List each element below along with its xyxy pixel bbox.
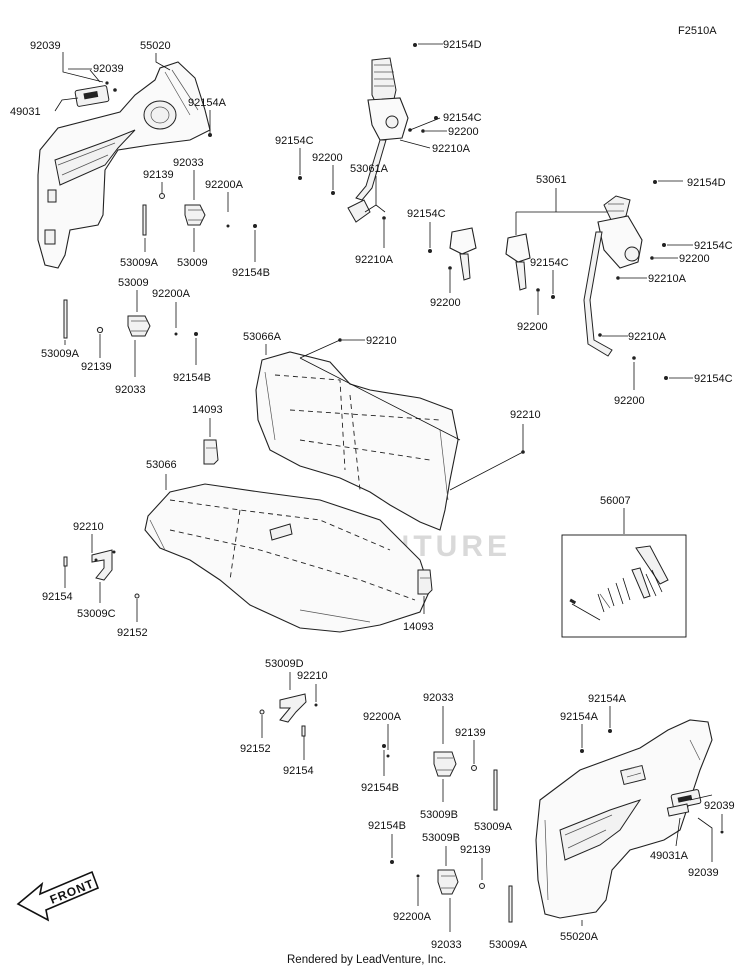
label-92200A[interactable]: 92200A — [152, 288, 191, 300]
label-53009[interactable]: 53009 — [118, 277, 149, 289]
latch-49031[interactable] — [74, 81, 117, 107]
label-92139[interactable]: 92139 — [81, 361, 112, 373]
label-92154C[interactable]: 92154C — [530, 257, 569, 269]
latch-49031A[interactable] — [666, 789, 702, 817]
bracket-53009B-lower[interactable] — [437, 869, 459, 895]
label-53066A[interactable]: 53066A — [243, 331, 282, 343]
label-92200A[interactable]: 92200A — [205, 179, 244, 191]
bracket-53009B[interactable] — [433, 751, 457, 777]
tool-kit-56007[interactable] — [569, 545, 669, 621]
label-53009C[interactable]: 53009C — [77, 608, 116, 620]
label-92154A[interactable]: 92154A — [188, 97, 227, 109]
label-92139[interactable]: 92139 — [143, 169, 174, 181]
label-53009A[interactable]: 53009A — [474, 821, 513, 833]
label-92210[interactable]: 92210 — [73, 521, 104, 533]
label-92200[interactable]: 92200 — [517, 321, 548, 333]
label-92154C[interactable]: 92154C — [275, 135, 314, 147]
seat-belt-buckle-53061[interactable] — [505, 233, 531, 291]
label-92152[interactable]: 92152 — [117, 627, 148, 639]
label-92039[interactable]: 92039 — [30, 40, 61, 52]
label-92039[interactable]: 92039 — [704, 800, 735, 812]
side-panel-right[interactable] — [535, 719, 713, 919]
label-92200[interactable]: 92200 — [312, 152, 343, 164]
label-92200[interactable]: 92200 — [679, 253, 710, 265]
seat-belt-53061A[interactable] — [347, 57, 409, 223]
label-92154A[interactable]: 92154A — [560, 711, 599, 723]
label-92033[interactable]: 92033 — [115, 384, 146, 396]
label-92210A[interactable]: 92210A — [628, 331, 667, 343]
seat-belt-53061[interactable] — [583, 195, 643, 357]
label-49031[interactable]: 49031 — [10, 106, 41, 118]
clip-14093[interactable] — [203, 439, 219, 465]
label-92210[interactable]: 92210 — [366, 335, 397, 347]
footer-credit: Rendered by LeadVenture, Inc. — [287, 954, 446, 966]
bracket-53009-lower[interactable] — [127, 315, 151, 337]
label-49031A[interactable]: 49031A — [650, 850, 689, 862]
label-92033[interactable]: 92033 — [431, 939, 462, 951]
label-92154B[interactable]: 92154B — [232, 267, 270, 279]
label-92139[interactable]: 92139 — [460, 844, 491, 856]
label-92154[interactable]: 92154 — [42, 591, 73, 603]
tool-kit-box — [561, 534, 687, 638]
label-92200[interactable]: 92200 — [448, 126, 479, 138]
label-92154C[interactable]: 92154C — [694, 240, 733, 252]
label-53009B[interactable]: 53009B — [422, 832, 460, 844]
diagram-code: F2510A — [678, 25, 717, 37]
label-53061[interactable]: 53061 — [536, 174, 567, 186]
label-53066[interactable]: 53066 — [146, 459, 177, 471]
seat-belt-buckle-53061A[interactable] — [449, 227, 477, 281]
label-92154D[interactable]: 92154D — [443, 39, 482, 51]
label-53061A[interactable]: 53061A — [350, 163, 389, 175]
label-14093[interactable]: 14093 — [192, 404, 223, 416]
bracket-53009[interactable] — [184, 204, 206, 226]
label-53009D[interactable]: 53009D — [265, 658, 304, 670]
clip-14093-lower[interactable] — [417, 569, 433, 595]
label-92210A[interactable]: 92210A — [648, 273, 687, 285]
label-92033[interactable]: 92033 — [173, 157, 204, 169]
label-92152[interactable]: 92152 — [240, 743, 271, 755]
label-92039[interactable]: 92039 — [93, 63, 124, 75]
seat-cushion-53066[interactable] — [144, 483, 431, 633]
label-92154B[interactable]: 92154B — [368, 820, 406, 832]
label-92200A[interactable]: 92200A — [363, 711, 402, 723]
front-arrow-icon: FRONT — [16, 870, 100, 922]
label-53009A[interactable]: 53009A — [41, 348, 80, 360]
side-panel-left[interactable] — [37, 61, 211, 269]
label-92039[interactable]: 92039 — [688, 867, 719, 879]
label-92210A[interactable]: 92210A — [432, 143, 471, 155]
label-92210A[interactable]: 92210A — [355, 254, 394, 266]
label-92154D[interactable]: 92154D — [687, 177, 726, 189]
bracket-53009D[interactable] — [279, 693, 307, 723]
label-56007[interactable]: 56007 — [600, 495, 631, 507]
label-55020A[interactable]: 55020A — [560, 931, 599, 943]
label-92154B[interactable]: 92154B — [173, 372, 211, 384]
label-92200A[interactable]: 92200A — [393, 911, 432, 923]
label-14093[interactable]: 14093 — [403, 621, 434, 633]
label-92154[interactable]: 92154 — [283, 765, 314, 777]
label-92210[interactable]: 92210 — [297, 670, 328, 682]
bracket-53009C[interactable] — [91, 549, 116, 581]
label-92154B[interactable]: 92154B — [361, 782, 399, 794]
label-53009A[interactable]: 53009A — [489, 939, 528, 951]
label-53009A[interactable]: 53009A — [120, 257, 159, 269]
label-92033[interactable]: 92033 — [423, 692, 454, 704]
label-92154C[interactable]: 92154C — [407, 208, 446, 220]
label-92200[interactable]: 92200 — [430, 297, 461, 309]
label-92154C[interactable]: 92154C — [694, 373, 733, 385]
label-92200[interactable]: 92200 — [614, 395, 645, 407]
label-92210[interactable]: 92210 — [510, 409, 541, 421]
label-92154C[interactable]: 92154C — [443, 112, 482, 124]
label-53009B[interactable]: 53009B — [420, 809, 458, 821]
label-53009[interactable]: 53009 — [177, 257, 208, 269]
label-92154A[interactable]: 92154A — [588, 693, 627, 705]
label-55020[interactable]: 55020 — [140, 40, 171, 52]
label-92139[interactable]: 92139 — [455, 727, 486, 739]
